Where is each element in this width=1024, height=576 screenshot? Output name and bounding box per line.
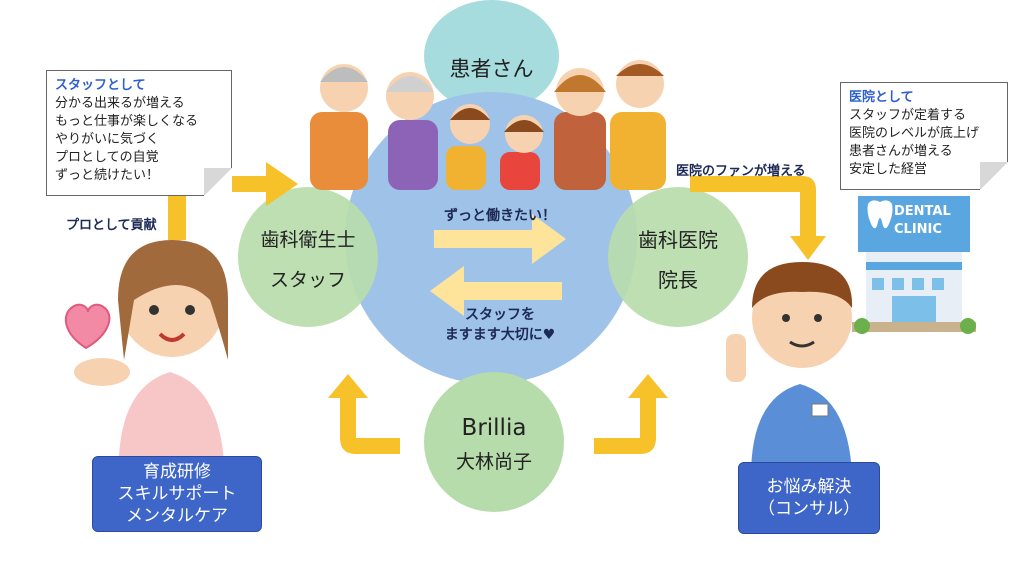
arrow-top-right bbox=[690, 176, 826, 260]
patient-label: 患者さん bbox=[449, 57, 534, 81]
training-box: 育成研修 スキルサポート メンタルケア bbox=[92, 456, 262, 532]
clinic-line1: 歯科医院 bbox=[638, 228, 718, 252]
arrow-bottom-line1: スタッフを bbox=[465, 307, 535, 323]
training-line: メンタルケア bbox=[126, 506, 228, 526]
arrow-top-text: ずっと働きたい！ bbox=[444, 208, 556, 224]
staff-note-line: 分かる出来るが増える bbox=[55, 96, 185, 111]
consult-line: （コンサル） bbox=[758, 499, 860, 519]
consult-box: お悩み解決 （コンサル） bbox=[738, 462, 880, 534]
consult-line: お悩み解決 bbox=[766, 477, 852, 497]
note-fold bbox=[204, 168, 232, 196]
clinic-line2: 院長 bbox=[658, 268, 698, 292]
note-fold bbox=[980, 162, 1008, 190]
staff-note: スタッフとして 分かる出来るが増える もっと仕事が楽しくなる やりがいに気づく … bbox=[46, 70, 232, 196]
clinic-circle bbox=[608, 187, 748, 327]
staff-woman-illustration bbox=[74, 240, 228, 500]
hygienist-line2: スタッフ bbox=[269, 269, 346, 291]
tooth-icon bbox=[867, 200, 893, 229]
building-icon bbox=[852, 196, 976, 334]
arrow-bottom-line2: ますます大切に♥ bbox=[444, 327, 556, 343]
arrow-bottom-left bbox=[328, 374, 400, 454]
clinic-note-line: 医院のレベルが底上げ bbox=[849, 126, 980, 141]
brillia-line2: 大林尚子 bbox=[455, 451, 532, 473]
staff-note-line: プロとしての自覚 bbox=[55, 150, 159, 165]
clinic-note-line: 安定した経営 bbox=[849, 162, 928, 177]
brillia-line1: Brillia bbox=[461, 415, 527, 441]
arrow-bottom-right bbox=[594, 374, 668, 454]
staff-note-title: スタッフとして bbox=[55, 78, 146, 93]
heart-icon bbox=[64, 303, 111, 350]
clinic-note-title: 医院として bbox=[849, 90, 914, 105]
family-illustration bbox=[310, 60, 666, 190]
hygienist-line1: 歯科衛生士 bbox=[260, 229, 356, 251]
brillia-circle bbox=[424, 372, 564, 512]
clinic-sign-line2: CLINIC bbox=[894, 222, 942, 237]
clinic-sign-line1: DENTAL bbox=[894, 204, 951, 219]
arrow-left-light bbox=[430, 266, 562, 316]
hygienist-label: 歯科衛生士 スタッフ bbox=[238, 215, 378, 305]
training-line: スキルサポート bbox=[117, 484, 237, 504]
clinic-sign: DENTAL CLINIC bbox=[894, 203, 970, 239]
pro-contribution-label: プロとして貢献 bbox=[66, 218, 157, 233]
clinic-fans-label: 医院のファンが増える bbox=[676, 164, 806, 179]
clinic-note-line: スタッフが定着する bbox=[849, 108, 967, 123]
training-line: 育成研修 bbox=[143, 462, 211, 482]
staff-note-line: やりがいに気づく bbox=[55, 132, 160, 147]
arrow-bottom-text: スタッフを ますます大切に♥ bbox=[425, 305, 575, 345]
staff-note-line: もっと仕事が楽しくなる bbox=[55, 114, 199, 129]
brillia-label: Brillia 大林尚子 bbox=[424, 405, 564, 485]
arrow-right-light bbox=[434, 214, 566, 264]
clinic-note-line: 患者さんが増える bbox=[849, 144, 953, 159]
clinic-label: 歯科医院 院長 bbox=[608, 215, 748, 305]
clinic-note: 医院として スタッフが定着する 医院のレベルが底上げ 患者さんが増える 安定した… bbox=[840, 82, 1008, 190]
staff-note-line: ずっと続けたい！ bbox=[55, 168, 160, 183]
hygienist-circle bbox=[238, 187, 378, 327]
